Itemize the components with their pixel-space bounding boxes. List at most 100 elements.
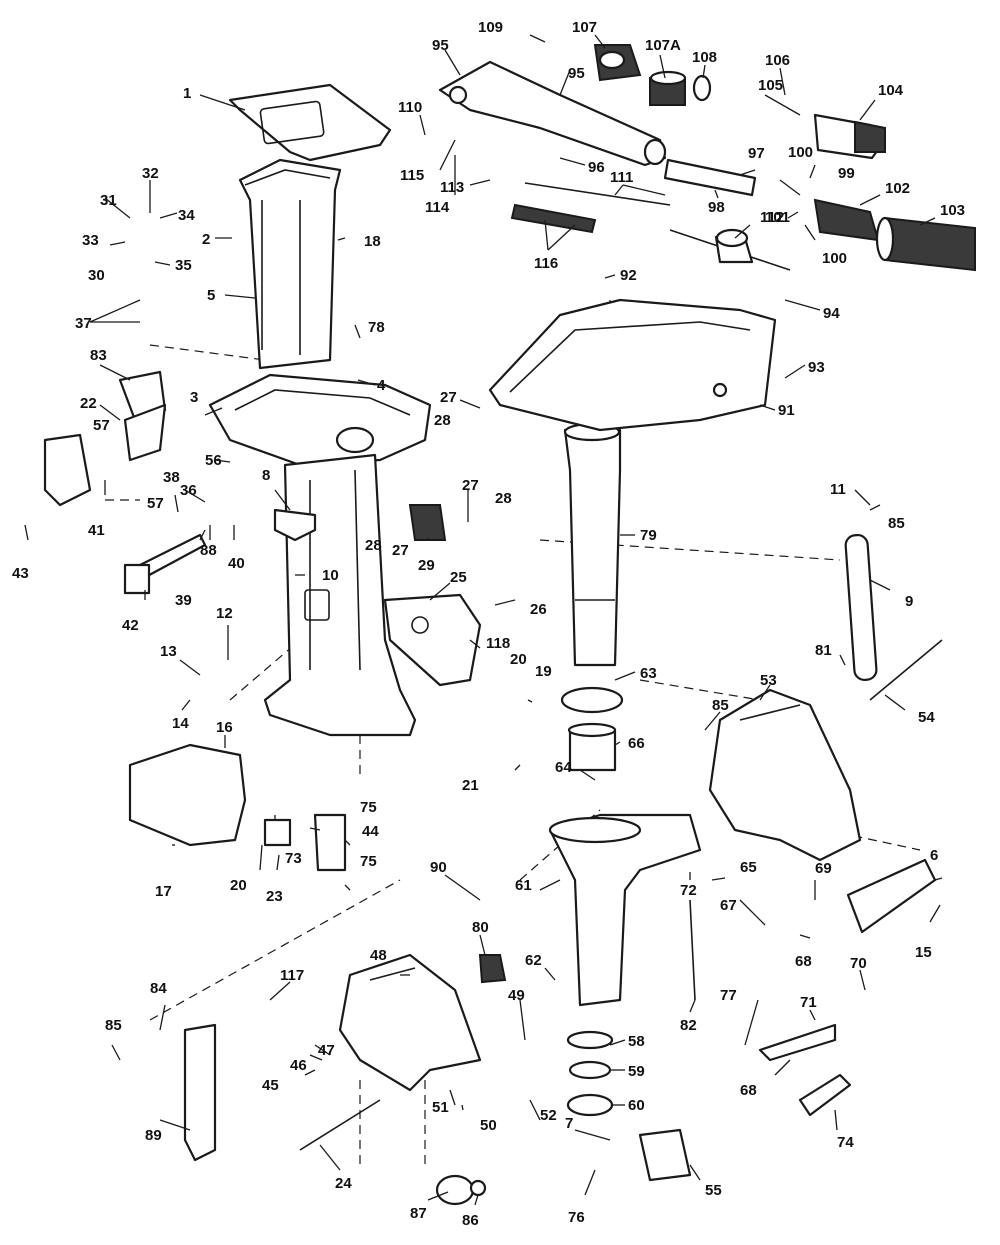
callout-116: 116 — [534, 255, 558, 272]
callout-95a: 95 — [432, 37, 449, 54]
callout-57a: 57 — [93, 417, 110, 434]
part-41-lever — [43, 433, 92, 507]
part-86-nut — [469, 1179, 487, 1197]
callout-108: 108 — [692, 49, 717, 66]
callout-23: 23 — [266, 888, 283, 905]
part-107-friction-block — [593, 44, 642, 82]
callout-3: 3 — [190, 389, 198, 406]
callout-76: 76 — [568, 1209, 585, 1226]
callout-103: 103 — [940, 202, 965, 219]
callout-98: 98 — [708, 199, 725, 216]
callout-37: 37 — [75, 315, 92, 332]
part-80-rubber-mount — [478, 954, 507, 984]
callout-95b: 95 — [568, 65, 585, 82]
callout-15: 15 — [915, 944, 932, 961]
callout-88: 88 — [200, 542, 217, 559]
callout-84: 84 — [150, 980, 167, 997]
callout-29: 29 — [418, 557, 435, 574]
callout-75a: 75 — [360, 799, 377, 816]
part-97-shaft — [663, 158, 757, 197]
callout-57b: 57 — [147, 495, 164, 512]
callout-12: 12 — [216, 605, 233, 622]
callout-16: 16 — [216, 719, 233, 736]
callout-10: 10 — [322, 567, 339, 584]
callout-52: 52 — [540, 1107, 557, 1124]
callout-85c: 85 — [105, 1017, 122, 1034]
callout-45: 45 — [262, 1077, 279, 1094]
callout-4: 4 — [377, 377, 386, 394]
callout-61: 61 — [515, 877, 532, 894]
callout-80: 80 — [472, 919, 489, 936]
callout-74: 74 — [837, 1134, 854, 1151]
part-112-sleeve — [714, 228, 754, 264]
callout-60: 60 — [628, 1097, 645, 1114]
callout-73: 73 — [285, 850, 302, 867]
part-95-tiller-arm — [438, 60, 667, 167]
callout-34: 34 — [178, 207, 195, 224]
callout-28a: 28 — [434, 412, 451, 429]
part-54-rod — [869, 639, 943, 701]
callout-114: 114 — [425, 199, 450, 216]
callout-25: 25 — [450, 569, 467, 586]
callout-96: 96 — [588, 159, 605, 176]
callout-26: 26 — [530, 601, 547, 618]
callout-1: 1 — [183, 85, 191, 102]
part-104-end-cap — [813, 113, 887, 160]
callout-8: 8 — [262, 467, 270, 484]
callout-46: 46 — [290, 1057, 307, 1074]
callout-51: 51 — [432, 1099, 449, 1116]
part-116-spring — [510, 203, 597, 234]
callout-20b: 20 — [230, 877, 247, 894]
callout-50: 50 — [480, 1117, 497, 1134]
callout-42: 42 — [122, 617, 139, 634]
callout-101: 101 — [765, 209, 790, 226]
callout-63: 63 — [640, 665, 657, 682]
part-74-clip — [798, 1073, 852, 1117]
callout-109: 109 — [478, 19, 503, 36]
part-107A-bushing — [649, 70, 687, 106]
part-71-link — [758, 1023, 837, 1062]
callout-107: 107 — [572, 19, 597, 36]
callout-106: 106 — [765, 52, 790, 69]
callout-38: 38 — [163, 469, 180, 486]
part-87-disc — [435, 1174, 475, 1206]
callout-41: 41 — [88, 522, 105, 539]
callout-113: 113 — [440, 179, 464, 196]
callout-53: 53 — [760, 672, 777, 689]
callout-85b: 85 — [712, 697, 729, 714]
callout-115: 115 — [400, 167, 424, 184]
callout-21: 21 — [462, 777, 479, 794]
callout-102: 102 — [885, 180, 910, 197]
callout-78: 78 — [368, 319, 385, 336]
part-8-plate — [273, 508, 317, 542]
callout-71: 71 — [800, 994, 817, 1011]
callout-20a: 20 — [510, 651, 527, 668]
callout-6: 6 — [930, 847, 938, 864]
callout-75b: 75 — [360, 853, 377, 870]
callout-18: 18 — [364, 233, 381, 250]
part-48-clamp-bracket — [338, 953, 482, 1092]
part-61-swivel-housing — [548, 813, 702, 1007]
callout-58: 58 — [628, 1033, 645, 1050]
callout-89: 89 — [145, 1127, 162, 1144]
callout-91: 91 — [778, 402, 795, 419]
part-53-stern-bracket — [708, 688, 862, 862]
callout-30: 30 — [88, 267, 105, 284]
callout-66: 66 — [628, 735, 645, 752]
callout-90: 90 — [430, 859, 447, 876]
part-44-water-tube — [313, 813, 347, 872]
callout-67: 67 — [720, 897, 737, 914]
part-108-disc — [692, 74, 712, 102]
callout-24: 24 — [335, 1175, 352, 1192]
driveshaft-housing — [263, 453, 417, 737]
callout-56: 56 — [205, 452, 222, 469]
callout-68a: 68 — [795, 953, 812, 970]
callout-27c: 27 — [392, 542, 409, 559]
callout-99: 99 — [838, 165, 855, 182]
callout-32: 32 — [142, 165, 159, 182]
part-1-gasket — [228, 83, 392, 162]
callout-17: 17 — [155, 883, 172, 900]
part-60-ring — [566, 1093, 614, 1117]
part-73-mount — [263, 818, 292, 847]
callout-2: 2 — [202, 231, 210, 248]
